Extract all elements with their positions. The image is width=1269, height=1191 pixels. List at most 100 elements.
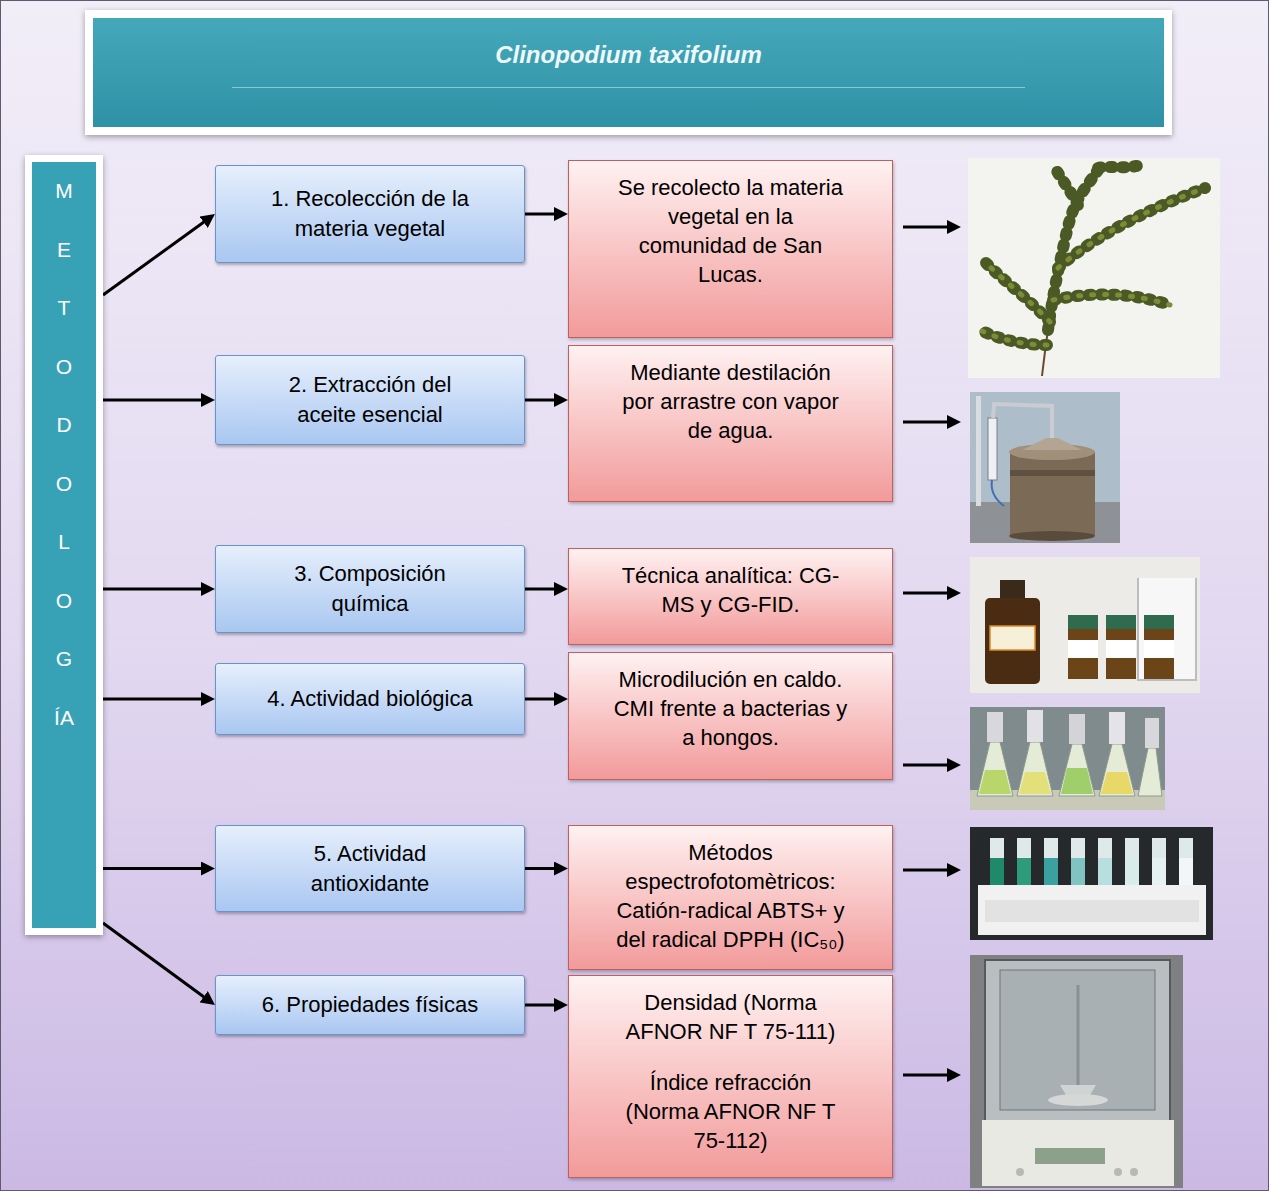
cuvettes-photo: [1125, 838, 1139, 888]
flow-arrow: [103, 219, 208, 295]
balance-photo: [1077, 985, 1080, 1085]
balance-photo: [1048, 1094, 1108, 1106]
vials-photo: [1068, 629, 1098, 679]
detail-text: Mediante destilación por arrastre con va…: [613, 358, 848, 445]
balance-photo: [1114, 1168, 1122, 1176]
balance-photo: [1060, 1085, 1096, 1095]
balance-photo: [1130, 1168, 1138, 1176]
step-box: 4. Actividad biológica: [215, 663, 525, 735]
plant-photo: [985, 262, 1050, 322]
flasks-photo: [1101, 772, 1133, 794]
cuvettes-photo: [990, 858, 1004, 888]
cuvettes-photo: [1125, 858, 1139, 888]
cuvettes-photo: [1071, 858, 1085, 888]
plant-photo: [968, 158, 1220, 378]
vials-photo: [970, 557, 1200, 693]
flasks-photo: [1027, 710, 1043, 742]
step-label: 4. Actividad biológica: [259, 684, 482, 714]
flasks-photo: [970, 707, 1165, 810]
step-label: 3. Composición química: [259, 559, 482, 619]
distiller-photo: [970, 392, 1120, 543]
photo-arrow: [903, 592, 952, 595]
step-box: 1. Recolección de la materia vegetal: [215, 165, 525, 263]
step-label: 1. Recolección de la materia vegetal: [259, 184, 482, 244]
cuvettes-photo: [978, 885, 1206, 935]
step-box: 3. Composición química: [215, 545, 525, 633]
photo-arrow: [903, 869, 952, 872]
flow-arrow: [525, 1004, 559, 1007]
detail-text: Técnica analítica: CG-MS y CG-FID.: [613, 561, 848, 619]
flasks-photo: [1069, 714, 1085, 744]
vials-photo: [1144, 629, 1174, 679]
flow-arrow: [103, 698, 206, 701]
cuvettes-photo: [1179, 858, 1193, 888]
vials-photo: [985, 598, 1040, 684]
flasks-photo: [1019, 772, 1051, 794]
cuvettes-photo: [1044, 858, 1058, 888]
balance-photo: [1035, 1148, 1105, 1164]
detail-box: Se recolecto la materia vegetal en la co…: [568, 160, 893, 338]
distiller-photo: [1009, 531, 1095, 541]
flow-arrow: [103, 399, 206, 402]
photo-arrow: [903, 1074, 952, 1077]
flow-arrow: [525, 213, 559, 216]
cuvettes-photo: [1071, 838, 1085, 888]
vials-photo: [1106, 640, 1136, 658]
detail-box: Microdilución en caldo. CMI frente a bac…: [568, 652, 893, 780]
photo-arrow: [903, 227, 952, 1075]
step-label: 6. Propiedades físicas: [259, 990, 482, 1020]
detail-box: Métodos espectrofotomètricos: Catión-rad…: [568, 825, 893, 970]
distiller-photo: [993, 404, 1052, 444]
plant-photo: [980, 165, 1205, 345]
vials-photo: [1144, 640, 1174, 658]
cuvettes-photo: [985, 900, 1199, 922]
plant-photo: [980, 330, 1047, 345]
plant-photo: [1053, 295, 1170, 305]
vials-photo: [1106, 615, 1136, 629]
flasks-photo: [977, 742, 1013, 796]
flasks-photo: [970, 707, 1165, 810]
cuvettes-photo: [1017, 858, 1031, 888]
step-label: 5. Actividad antioxidante: [259, 839, 482, 899]
distiller-photo: [1022, 438, 1082, 450]
balance-photo: [970, 955, 1183, 1188]
plant-photo: [980, 330, 1047, 345]
plant-photo: [1098, 165, 1140, 168]
flasks-photo: [1017, 742, 1053, 796]
flow-arrow: [103, 867, 206, 870]
cuvettes-photo: [1017, 838, 1031, 888]
flasks-photo: [1059, 744, 1095, 796]
plant-photo: [968, 158, 1220, 378]
plant-photo: [1058, 188, 1205, 268]
plant-photo: [1053, 295, 1170, 305]
flasks-photo: [1099, 744, 1135, 796]
diagram-title: Clinopodium taxifolium: [93, 18, 1164, 70]
flow-arrow: [525, 588, 559, 591]
vials-photo: [1144, 615, 1174, 629]
cuvettes-photo: [990, 838, 1004, 888]
flasks-photo: [1109, 712, 1125, 744]
flow-arrow: [525, 399, 559, 402]
cuvettes-photo: [1152, 858, 1166, 888]
flasks-photo: [987, 712, 1003, 742]
cuvettes-photo: [1152, 838, 1166, 888]
cuvettes-photo: [1044, 838, 1058, 888]
detail-box: Mediante destilación por arrastre con va…: [568, 345, 893, 502]
detail-text: Se recolecto la materia vegetal en la co…: [613, 173, 848, 289]
vials-photo: [970, 557, 1200, 693]
band-text: METODOLOGÍA: [54, 162, 75, 747]
photo-arrow: [903, 226, 952, 229]
balance-photo: [1000, 970, 1155, 1110]
step-label: 2. Extracción del aceite esencial: [259, 370, 482, 430]
distiller-photo: [976, 396, 981, 506]
flow-arrow: [103, 588, 206, 591]
step-box: 6. Propiedades físicas: [215, 975, 525, 1035]
flasks-photo: [979, 770, 1011, 794]
cuvettes-photo: [1179, 838, 1193, 888]
method-band: METODOLOGÍA: [25, 155, 103, 935]
plant-photo: [1048, 170, 1098, 330]
distiller-photo: [1010, 452, 1095, 536]
detail-text: Densidad (Norma AFNOR NF T 75-111): [613, 988, 848, 1046]
balance-photo: [982, 1120, 1174, 1186]
